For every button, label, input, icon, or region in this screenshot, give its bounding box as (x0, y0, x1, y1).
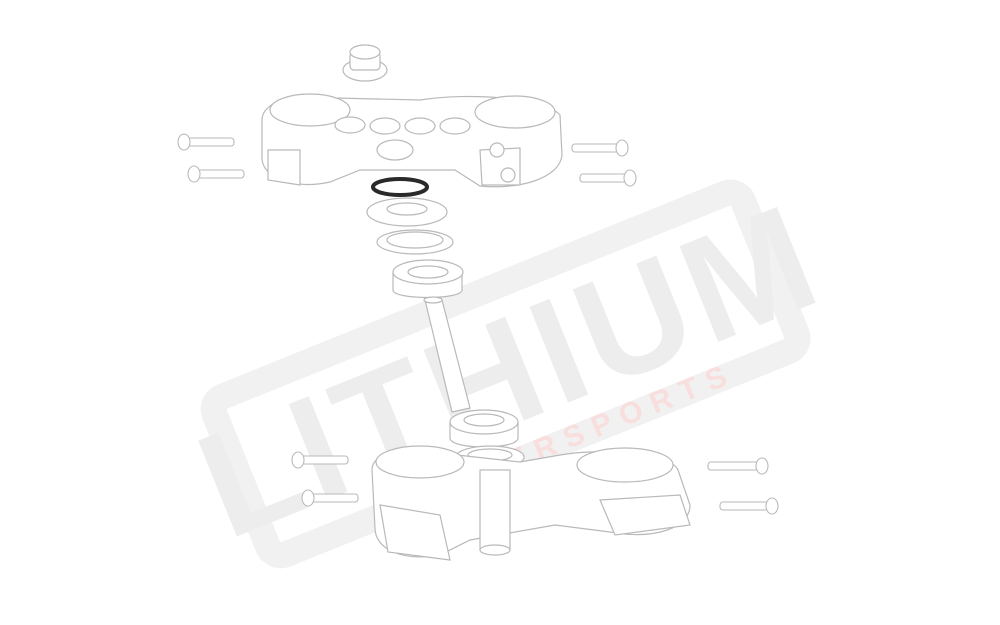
bolt-lower-left-2 (301, 489, 359, 507)
bolt-upper-right-1 (571, 139, 629, 157)
bolt-lower-left-1 (291, 451, 349, 469)
steering-stem (423, 296, 471, 413)
watermark-frame (200, 179, 811, 569)
upper-bearing-race (376, 229, 454, 255)
top-nut (342, 44, 388, 82)
bolt-upper-left-1 (177, 133, 235, 151)
o-ring (371, 177, 429, 197)
bolt-upper-left-2 (187, 165, 245, 183)
bolt-lower-right-1 (707, 457, 769, 475)
upper-bearing (392, 259, 464, 299)
dust-seal (366, 197, 448, 227)
lower-bearing (449, 409, 519, 448)
bolt-lower-right-2 (719, 497, 779, 515)
lower-triple-clamp (371, 445, 691, 561)
upper-triple-clamp (261, 93, 563, 188)
bolt-upper-right-2 (579, 169, 637, 187)
